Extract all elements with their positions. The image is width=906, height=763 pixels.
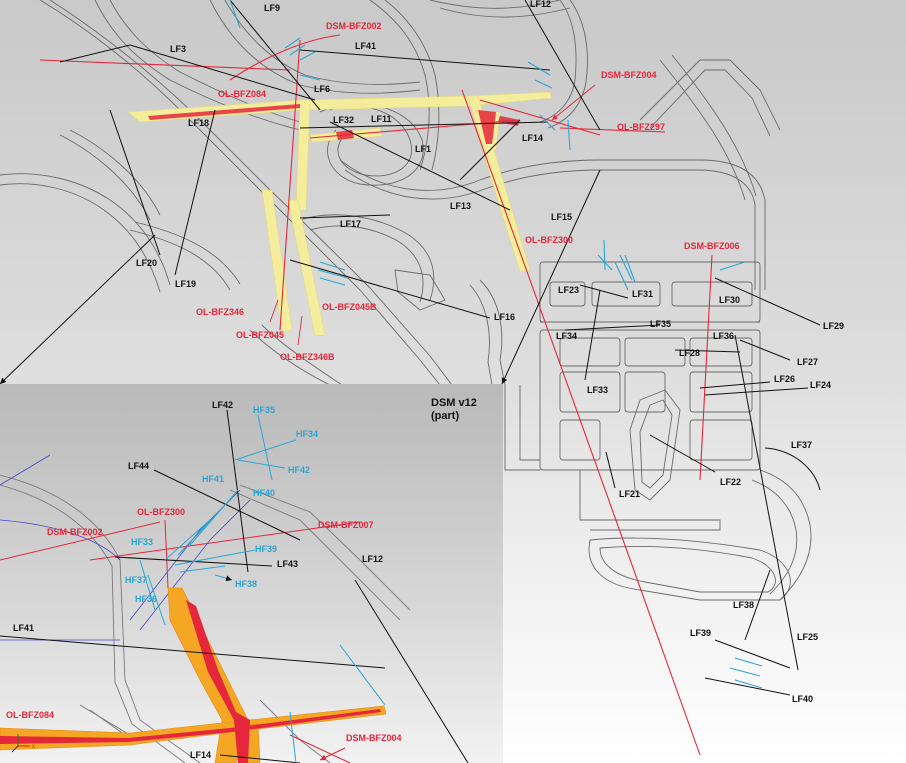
fault-label-lf27: LF27 [797, 357, 819, 367]
inset-label-hf38: HF38 [235, 579, 258, 589]
fault-label-lf3: LF3 [170, 44, 187, 54]
repository-panels [504, 261, 812, 601]
fault-label-lf25: LF25 [797, 632, 819, 642]
inset-label-hf40: HF40 [253, 488, 276, 498]
fault-label-lf31: LF31 [632, 289, 654, 299]
zone-label-ol-bfz300: OL-BFZ300 [525, 235, 574, 245]
fault-label-lf29: LF29 [823, 321, 845, 331]
fault-label-lf15: LF15 [551, 212, 573, 222]
fault-label-lf16: LF16 [494, 312, 516, 322]
inset-label-ol-bfz300: OL-BFZ300 [137, 507, 186, 517]
zone-label-dsm-bfz004: DSM-BFZ004 [601, 70, 657, 80]
inset-label-hf35: HF35 [253, 405, 276, 415]
zone-label-ol-bfz346b: OL-BFZ346B [280, 352, 335, 362]
zone-label-ol-bfz297: OL-BFZ297 [617, 122, 666, 132]
fault-label-lf39: LF39 [690, 628, 712, 638]
inset-label-hf41: HF41 [202, 474, 225, 484]
deformation-zones-yellow [127, 91, 553, 337]
fault-label-lf36: LF36 [713, 331, 735, 341]
zone-label-ol-bfz045b: OL-BFZ045B [322, 302, 377, 312]
black-fault-lines [0, 0, 821, 696]
tunnel-network [0, 0, 781, 386]
inset-title-line2: (part) [431, 409, 460, 422]
inset-label-lf14: LF14 [190, 750, 212, 760]
fault-label-lf24: LF24 [810, 380, 832, 390]
fault-label-lf32: LF32 [333, 115, 355, 125]
inset-label-dsm-bfz002: DSM-BFZ002 [47, 527, 103, 537]
fault-label-lf20: LF20 [136, 258, 158, 268]
inset-panel: x [0, 384, 503, 763]
inset-label-hf37: HF37 [125, 575, 148, 585]
zone-label-ol-bfz346: OL-BFZ346 [196, 307, 245, 317]
inset-label-lf43: LF43 [277, 559, 299, 569]
fault-label-lf41: LF41 [355, 41, 377, 51]
fault-label-lf14: LF14 [522, 133, 544, 143]
fault-label-lf22: LF22 [720, 477, 742, 487]
fault-label-lf11: LF11 [371, 114, 392, 124]
zone-label-dsm-bfz002: DSM-BFZ002 [326, 21, 382, 31]
red-deformation-zones [39, 34, 713, 756]
fault-label-lf30: LF30 [719, 295, 741, 305]
inset-label-dsm-bfz007: DSM-BFZ007 [318, 520, 374, 530]
fault-label-lf37: LF37 [791, 440, 813, 450]
fault-label-lf21: LF21 [619, 489, 641, 499]
axis-x-label: x [32, 744, 35, 750]
fault-label-lf19: LF19 [175, 279, 197, 289]
deformation-zones-red-core [148, 104, 520, 144]
inset-label-hf36: HF36 [135, 594, 158, 604]
fault-label-lf23: LF23 [558, 285, 580, 295]
fault-label-lf34: LF34 [556, 331, 578, 341]
fault-label-lf40: LF40 [792, 694, 814, 704]
inset-label-lf41: LF41 [13, 623, 35, 633]
inset-title: DSM v12 (part) [431, 397, 477, 422]
fault-label-lf35: LF35 [650, 319, 672, 329]
zone-label-ol-bfz045: OL-BFZ045 [236, 330, 285, 340]
inset-label-lf42: LF42 [212, 400, 234, 410]
fault-label-lf33: LF33 [587, 385, 609, 395]
cyan-fractures [229, 0, 763, 689]
inset-label-hf42: HF42 [288, 465, 311, 475]
xyz-axis-icon [11, 734, 30, 753]
red-leader-lines [269, 84, 596, 346]
fault-label-lf18: LF18 [188, 118, 210, 128]
inset-label-lf44: LF44 [128, 461, 150, 471]
inset-label-lf12: LF12 [362, 554, 384, 564]
fault-label-lf13: LF13 [450, 201, 472, 211]
fault-label-lf26: LF26 [774, 374, 796, 384]
fault-label-lf6: LF6 [314, 84, 331, 94]
fault-label-lf9: LF9 [264, 3, 281, 13]
fault-label-lf12: LF12 [530, 0, 552, 9]
inset-label-hf39: HF39 [255, 544, 278, 554]
zone-label-ol-bfz084: OL-BFZ084 [218, 89, 267, 99]
inset-label-dsm-bfz004: DSM-BFZ004 [346, 733, 402, 743]
fault-label-lf17: LF17 [340, 219, 362, 229]
inset-label-hf34: HF34 [296, 429, 319, 439]
fault-label-lf1: LF1 [415, 144, 432, 154]
inset-title-line1: DSM v12 [431, 397, 477, 409]
inset-label-hf33: HF33 [131, 537, 154, 547]
fault-label-lf38: LF38 [733, 600, 755, 610]
zone-label-dsm-bfz006: DSM-BFZ006 [684, 241, 740, 251]
inset-label-ol-bfz084: OL-BFZ084 [6, 710, 55, 720]
fault-label-lf28: LF28 [679, 348, 701, 358]
